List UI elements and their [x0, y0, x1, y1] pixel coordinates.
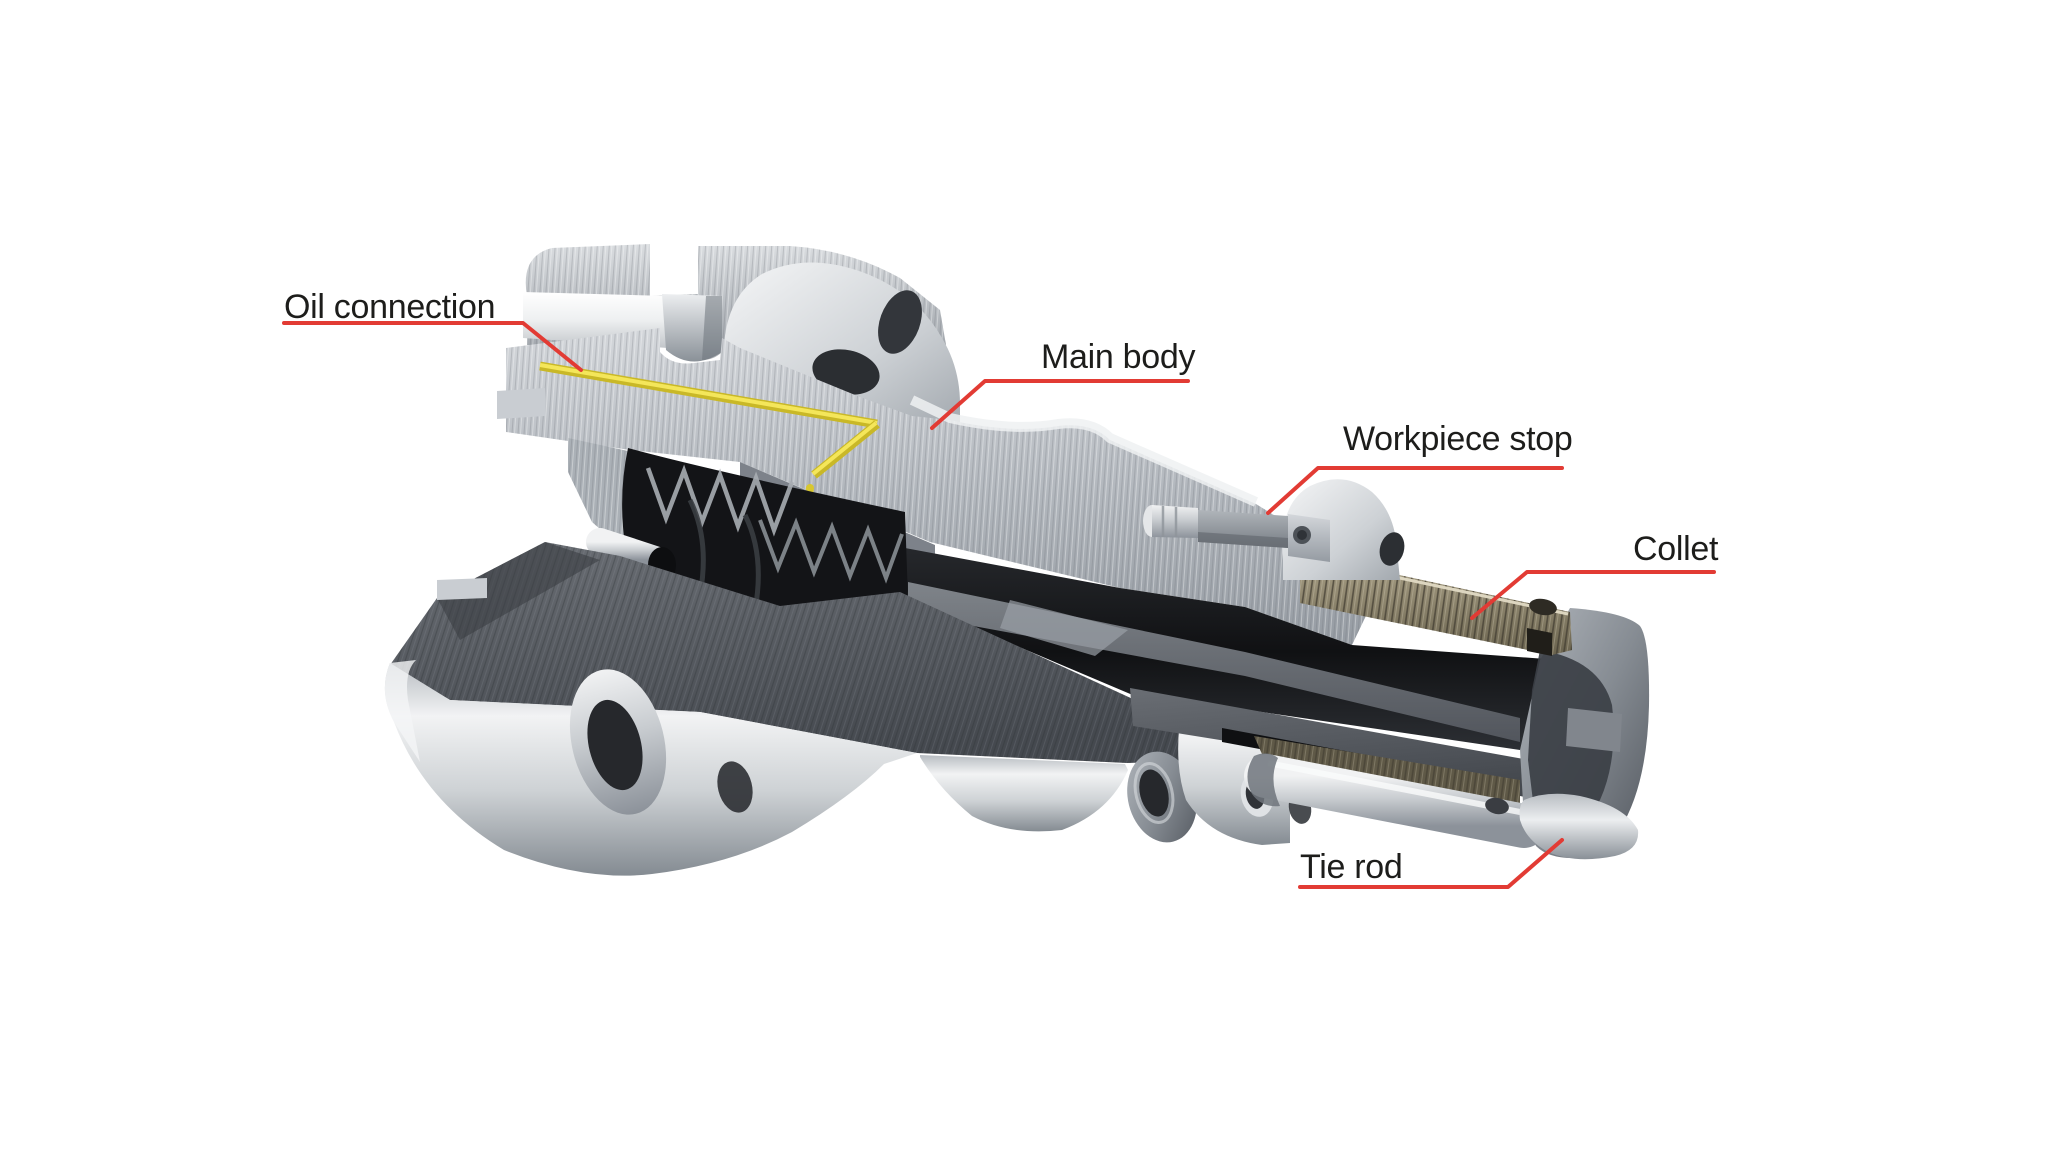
nose-keyway-block [1566, 708, 1622, 752]
oil-channel-line-upper-glow [539, 363, 878, 425]
flange-lower-step-texture [568, 438, 642, 566]
collet-hole [1529, 598, 1557, 616]
flange-left-tab [497, 388, 545, 419]
label-collet: Collet [1633, 530, 1719, 568]
flange-slot-shadow [702, 296, 722, 360]
label-workpiece-stop: Workpiece stop [1343, 420, 1573, 458]
annotations: Oil connection Main body Workpiece stop … [282, 288, 1719, 889]
collet-upper-hatch [1300, 556, 1572, 655]
distributor-pin [586, 528, 669, 574]
workpiece-stop-screw-socket [1297, 530, 1307, 540]
draw-shaft-wedge [1000, 600, 1128, 656]
spring-zigzag-upper [645, 464, 795, 537]
label-tie-rod: Tie rod [1300, 848, 1402, 886]
boss-stub-rim [1133, 762, 1175, 824]
oil-channel-line-lower-glow [811, 421, 878, 476]
mount-hole-bore [587, 699, 643, 791]
tie-rod-highlight [1267, 760, 1521, 815]
base-left-highlight [384, 660, 420, 762]
tie-rod-hole [1485, 797, 1509, 815]
leader-collet [1470, 570, 1716, 620]
mount-hole-partial [717, 761, 753, 813]
main-body-brush-texture [506, 328, 1386, 645]
leader-workpiece-stop [1266, 466, 1564, 515]
rear-lobe-hole-lower [812, 349, 880, 395]
tie-rod-head-notch [1247, 753, 1280, 807]
top-edge-highlight [909, 395, 1259, 507]
main-body-group [497, 328, 1386, 645]
leader-tie-rod [1298, 838, 1564, 889]
workpiece-stop-shank-shadow [1198, 532, 1288, 548]
tie-rod-body [1244, 754, 1546, 848]
collet-end-step [1527, 628, 1552, 656]
stop-boss-hole [1379, 532, 1405, 566]
cut-plane-tab [437, 578, 487, 600]
cut-plane-left-shadow [437, 542, 600, 640]
spring-zigzag-lower [758, 517, 904, 584]
nose-group [1130, 556, 1650, 860]
boss-stub-bore [1139, 769, 1169, 817]
leader-oil-connection [282, 321, 583, 372]
label-main-body: Main body [1041, 338, 1195, 376]
rear-lobe-hole-upper [878, 290, 922, 354]
tie-rod-end-cap [1519, 793, 1639, 860]
workpiece-stop-group [1143, 479, 1405, 580]
label-oil-connection: Oil connection [284, 288, 495, 326]
rear-flange-group [523, 244, 960, 430]
leader-main-body [930, 379, 1190, 430]
base-neck [920, 755, 1128, 832]
